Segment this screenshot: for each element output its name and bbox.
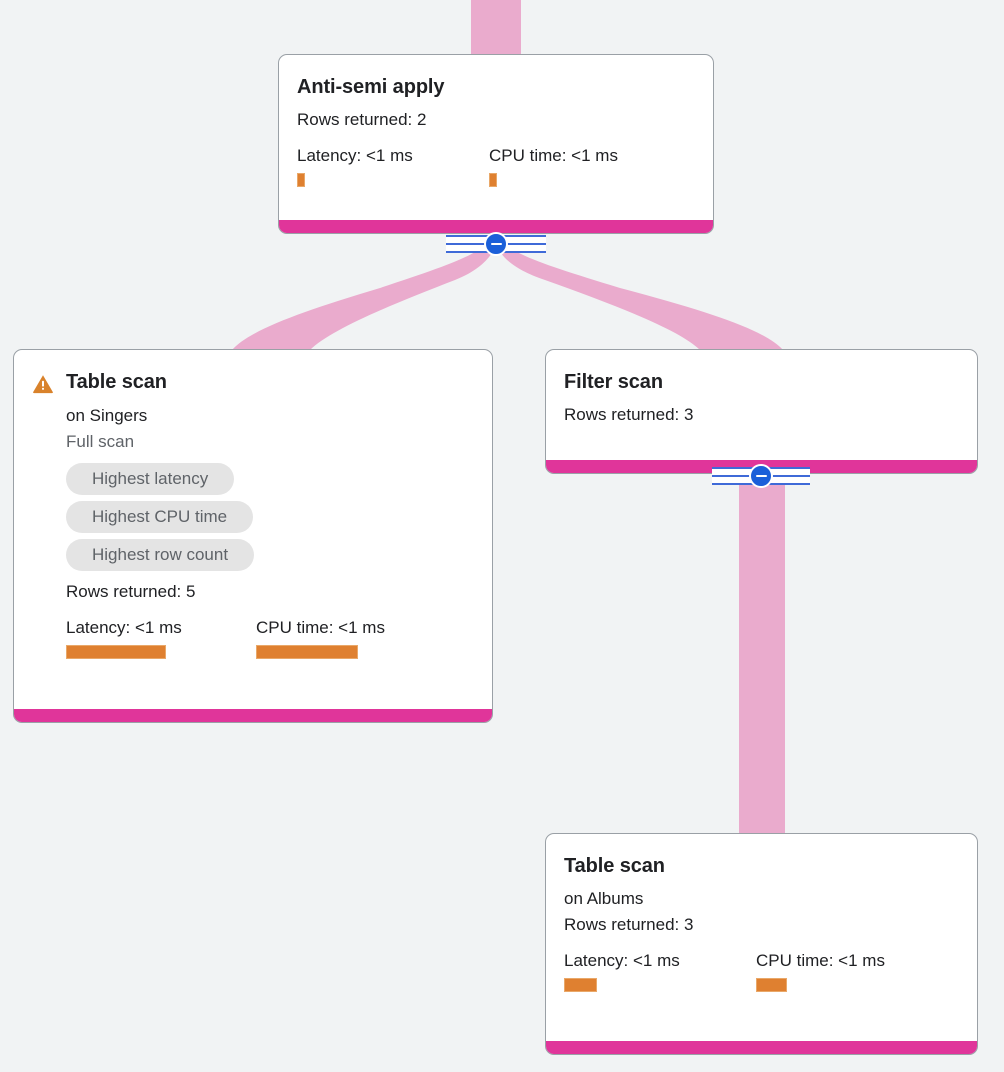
cpu-metric: CPU time: <1 ms <box>489 145 618 187</box>
node-chips: Highest latency Highest CPU time Highest… <box>66 463 474 571</box>
node-filter-scan[interactable]: Filter scan Rows returned: 3 <box>545 349 978 474</box>
node-anti-semi-apply[interactable]: Anti-semi apply Rows returned: 2 Latency… <box>278 54 714 234</box>
toggle-anti-semi-apply[interactable] <box>446 231 546 257</box>
node-table-scan-albums[interactable]: Table scan on Albums Rows returned: 3 La… <box>545 833 978 1055</box>
node-body: Table scan on Albums Rows returned: 3 La… <box>546 834 977 1008</box>
node-details: on Singers Full scan Highest latency Hig… <box>32 403 474 659</box>
latency-bar <box>564 978 597 992</box>
node-title: Table scan <box>564 855 665 877</box>
collapse-minus-icon[interactable] <box>484 232 508 256</box>
node-rows-returned: Rows returned: 2 <box>297 110 427 129</box>
cpu-label: CPU time: <1 ms <box>256 618 385 637</box>
node-scan-type: Full scan <box>66 432 135 451</box>
node-body: Table scan on Singers Full scan Highest … <box>14 350 492 675</box>
toggle-filter-scan[interactable] <box>712 463 810 489</box>
latency-metric: Latency: <1 ms <box>66 617 256 659</box>
node-body: Filter scan Rows returned: 3 <box>546 350 977 444</box>
cpu-label: CPU time: <1 ms <box>756 951 885 970</box>
node-header: Table scan <box>32 370 474 395</box>
node-footer-accent <box>14 709 492 722</box>
edge-filter-scan-to-table-scan-albums <box>739 474 785 837</box>
cpu-bar <box>256 645 358 659</box>
chip-highest-cpu-time[interactable]: Highest CPU time <box>66 501 254 533</box>
latency-bar <box>66 645 166 659</box>
collapse-minus-icon[interactable] <box>749 464 773 488</box>
node-rows-returned: Rows returned: 5 <box>66 582 196 601</box>
latency-label: Latency: <1 ms <box>297 146 413 165</box>
cpu-label: CPU time: <1 ms <box>489 146 618 165</box>
node-metrics: Latency: <1 ms CPU time: <1 ms <box>564 950 959 992</box>
node-subtitle: on Singers <box>66 406 148 425</box>
cpu-metric: CPU time: <1 ms <box>256 617 385 659</box>
latency-metric: Latency: <1 ms <box>564 950 756 992</box>
node-header: Anti-semi apply <box>297 75 695 99</box>
node-title: Filter scan <box>564 371 663 393</box>
cpu-bar <box>756 978 787 992</box>
node-rows-returned: Rows returned: 3 <box>564 405 694 424</box>
cpu-bar <box>489 173 497 187</box>
latency-bar <box>297 173 305 187</box>
node-metrics: Latency: <1 ms CPU time: <1 ms <box>66 617 474 659</box>
edge-anti-semi-apply-to-filter-scan <box>497 243 783 350</box>
latency-label: Latency: <1 ms <box>66 618 182 637</box>
node-title: Table scan <box>66 371 167 393</box>
chip-highest-row-count[interactable]: Highest row count <box>66 539 255 571</box>
latency-metric: Latency: <1 ms <box>297 145 489 187</box>
cpu-metric: CPU time: <1 ms <box>756 950 885 992</box>
node-body: Anti-semi apply Rows returned: 2 Latency… <box>279 55 713 203</box>
node-title: Anti-semi apply <box>297 76 445 98</box>
node-subtitle: on Albums <box>564 889 644 908</box>
node-header: Filter scan <box>564 370 959 394</box>
node-table-scan-singers[interactable]: Table scan on Singers Full scan Highest … <box>13 349 493 723</box>
node-footer-accent <box>279 220 713 233</box>
node-header: Table scan <box>564 854 959 878</box>
edge-root-to-anti-semi-apply <box>471 0 521 56</box>
node-footer-accent <box>546 1041 977 1054</box>
warning-icon <box>33 375 53 394</box>
node-metrics: Latency: <1 ms CPU time: <1 ms <box>297 145 695 187</box>
latency-label: Latency: <1 ms <box>564 951 680 970</box>
node-rows-returned: Rows returned: 3 <box>564 915 694 934</box>
edge-anti-semi-apply-to-table-scan-singers <box>232 243 496 350</box>
chip-highest-latency[interactable]: Highest latency <box>66 463 235 495</box>
